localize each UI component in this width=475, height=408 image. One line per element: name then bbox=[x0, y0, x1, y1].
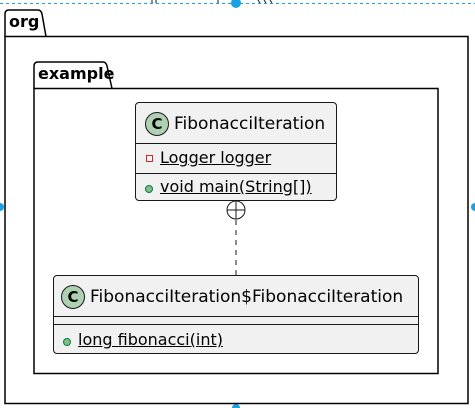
class-separator bbox=[136, 143, 336, 144]
package-org-tab[interactable] bbox=[4, 9, 47, 37]
class-fibonacci-iteration-nested[interactable]: C FibonacciIteration$FibonacciIteration … bbox=[53, 275, 419, 354]
class-stereotype-icon: C bbox=[61, 285, 85, 309]
class-stereotype-icon: C bbox=[145, 112, 169, 136]
package-example-tab[interactable] bbox=[33, 61, 113, 89]
class-separator bbox=[54, 316, 418, 317]
method-main[interactable]: void main(String[]) bbox=[160, 177, 312, 196]
selection-handle-top[interactable] bbox=[231, 0, 241, 8]
package-org-label: org bbox=[9, 12, 40, 31]
class-name: FibonacciIteration bbox=[174, 114, 326, 134]
field-logger[interactable]: Logger logger bbox=[160, 148, 272, 167]
package-example-frame[interactable] bbox=[33, 87, 439, 375]
package-example-label: example bbox=[38, 64, 115, 83]
public-visibility-icon bbox=[145, 185, 153, 193]
public-visibility-icon bbox=[63, 338, 71, 346]
selection-handle-right[interactable] bbox=[471, 203, 475, 211]
nested-relation-anchor-icon bbox=[226, 200, 246, 220]
method-fibonacci[interactable]: long fibonacci(int) bbox=[78, 330, 223, 349]
selection-handle-left[interactable] bbox=[0, 203, 4, 211]
package-org-frame[interactable] bbox=[4, 35, 469, 405]
class-fibonacci-iteration[interactable]: C FibonacciIteration Logger logger void … bbox=[135, 102, 337, 201]
selection-handle-bottom[interactable] bbox=[232, 404, 240, 408]
class-separator bbox=[136, 173, 336, 174]
class-header: C FibonacciIteration bbox=[136, 103, 336, 143]
class-separator bbox=[54, 324, 418, 325]
cropped-glyph bbox=[151, 0, 273, 4]
class-name: FibonacciIteration$FibonacciIteration bbox=[90, 287, 404, 307]
class-header: C FibonacciIteration$FibonacciIteration bbox=[54, 276, 418, 316]
private-visibility-icon bbox=[146, 155, 153, 162]
